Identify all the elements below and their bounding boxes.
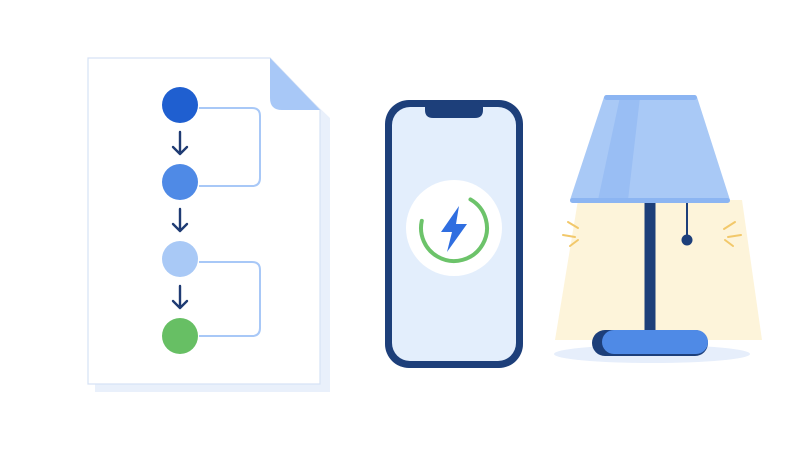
lamp-pole (644, 195, 656, 337)
arrow-down-icon (171, 284, 189, 310)
lamp-pull-knob (681, 234, 693, 246)
flow-node-1 (162, 87, 198, 123)
table-lamp-icon (554, 95, 762, 363)
arrow-down-icon (171, 130, 189, 156)
lamp-shade (570, 97, 730, 200)
bracket-bottom (199, 261, 261, 337)
lamp-shade-highlight (598, 97, 640, 200)
flow-node-2 (162, 164, 198, 200)
light-rays-left (562, 221, 579, 247)
lamp-shade-rim-bottom (570, 198, 730, 203)
flow-node-3 (162, 241, 198, 277)
phone-notch (425, 107, 483, 118)
light-rays-right (723, 221, 742, 247)
lamp-light-beam (555, 200, 762, 340)
bracket-top (199, 107, 261, 187)
smartphone-icon (385, 100, 523, 368)
arrow-down-icon (171, 207, 189, 233)
flow-node-4 (162, 318, 198, 354)
document-page (87, 57, 321, 385)
lamp-shade-rim-top (604, 95, 697, 100)
charge-ring (419, 193, 489, 263)
charging-bolt-icon (419, 193, 489, 263)
flowchart-document-icon (87, 57, 330, 392)
lamp-base (602, 330, 708, 354)
document-fold (270, 58, 320, 110)
bolt-shape (441, 206, 467, 252)
